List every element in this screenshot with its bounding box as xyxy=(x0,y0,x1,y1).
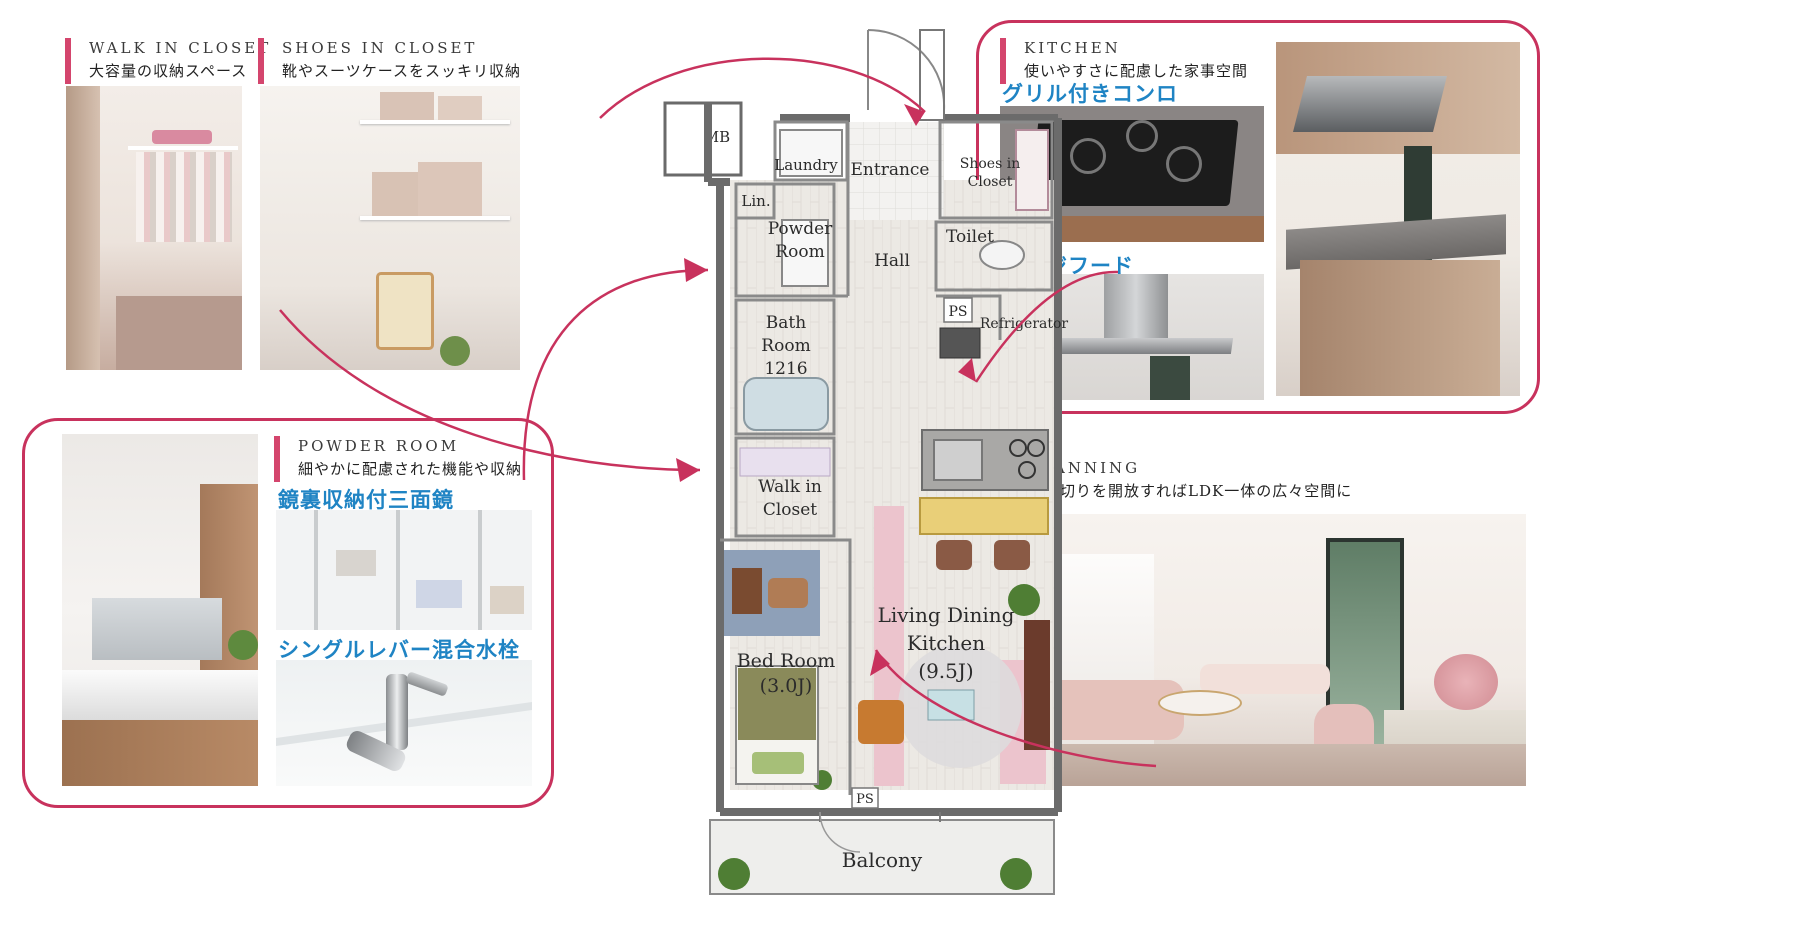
kitchen-heading: KITCHEN 使いやすさに配慮した家事空間 xyxy=(1000,38,1248,84)
powder-room-photo xyxy=(62,434,258,786)
arrow-walk-in-closet xyxy=(279,309,701,472)
plan-label-ldk-3: (9.5J) xyxy=(918,659,973,683)
walk-in-closet-heading: WALK IN CLOSET 大容量の収納スペース xyxy=(65,38,271,84)
faucet-photo xyxy=(276,660,532,786)
plan-label-laundry: Laundry xyxy=(774,156,838,174)
plan-label-bath-2: Room xyxy=(761,336,810,356)
mirror-cabinet-photo xyxy=(276,510,532,630)
powder-room-title: POWDER ROOM xyxy=(298,437,460,455)
planning-subtitle: 間仕切りを開放すればLDK一体の広々空間に xyxy=(1028,482,1353,500)
powder-feature-mirror: 鏡裏収納付三面鏡 xyxy=(278,488,454,512)
powder-room-subtitle: 細やかに配慮された機能や収納 xyxy=(298,460,523,478)
arrow-kitchen xyxy=(974,270,1119,383)
plan-label-powder-1: Powder xyxy=(768,219,833,239)
plan-label-hall: Hall xyxy=(874,251,910,271)
walk-in-closet-title: WALK IN CLOSET xyxy=(89,39,272,57)
arrow-shoes-closet xyxy=(599,57,926,119)
plan-label-entrance: Entrance xyxy=(851,160,930,180)
kitchen-feature-stove: グリル付きコンロ xyxy=(1002,82,1178,106)
walk-in-closet-subtitle: 大容量の収納スペース xyxy=(89,62,248,80)
arrow-powder-room xyxy=(522,268,709,481)
plan-label-ps-bottom: PS xyxy=(856,792,874,807)
plan-label-ldk-1: Living Dining xyxy=(878,603,1015,627)
shoes-in-closet-subtitle: 靴やスーツケースをスッキリ収納 xyxy=(282,62,521,80)
plan-label-bath-1: Bath xyxy=(766,313,806,333)
shoes-in-closet-photo xyxy=(260,86,520,370)
plan-label-ps-top: PS xyxy=(948,304,967,320)
plan-label-shoes-closet-1: Shoes in xyxy=(960,156,1020,172)
plan-label-balcony: Balcony xyxy=(842,848,923,872)
shoes-in-closet-title: SHOES IN CLOSET xyxy=(282,39,478,57)
kitchen-title: KITCHEN xyxy=(1024,39,1121,57)
plan-label-lin: Lin. xyxy=(741,192,770,210)
plan-label-bedroom-1: Bed Room xyxy=(737,650,836,672)
kitchen-island-photo xyxy=(1276,42,1520,396)
plan-label-shoes-closet-2: Closet xyxy=(968,174,1013,190)
walk-in-closet-photo xyxy=(66,86,242,370)
plan-label-refrigerator: Refrigerator xyxy=(980,316,1069,332)
kitchen-subtitle: 使いやすさに配慮した家事空間 xyxy=(1024,62,1249,80)
plan-label-powder-2: Room xyxy=(775,242,824,262)
planning-living-photo xyxy=(1004,514,1526,786)
plan-label-bedroom-2: (3.0J) xyxy=(760,675,813,697)
powder-feature-faucet: シングルレバー混合水栓 xyxy=(278,638,520,662)
arrow-planning xyxy=(874,649,1157,768)
plan-label-toilet: Toilet xyxy=(946,227,994,247)
plan-label-walk-in-2: Closet xyxy=(763,500,817,520)
shoes-in-closet-heading: SHOES IN CLOSET 靴やスーツケースをスッキリ収納 xyxy=(258,38,521,84)
plan-label-walk-in-1: Walk in xyxy=(758,477,822,497)
plan-label-bath-3: 1216 xyxy=(764,359,807,379)
powder-room-heading: POWDER ROOM 細やかに配慮された機能や収納 xyxy=(274,436,522,482)
plan-label-ldk-2: Kitchen xyxy=(907,631,985,655)
